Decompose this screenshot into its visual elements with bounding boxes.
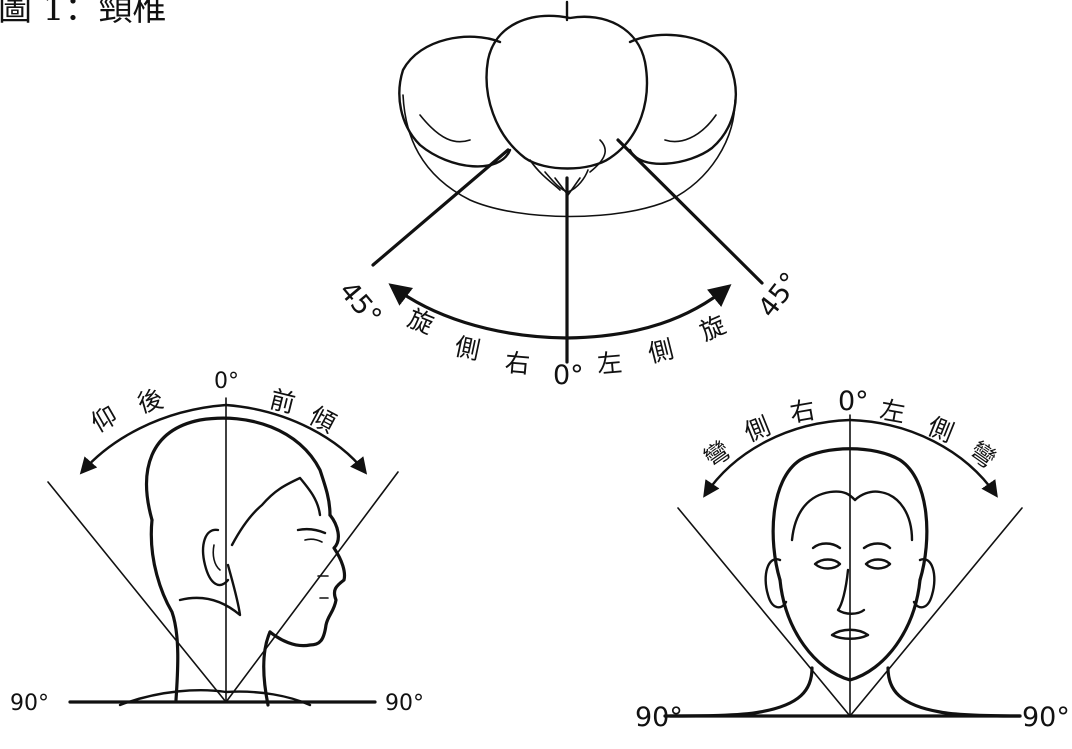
- side-left-char-2: 後: [134, 384, 166, 419]
- top-left-char-3: 右: [504, 348, 531, 379]
- front-right-char-3: 彎: [964, 436, 1001, 474]
- top-right-char-2: 側: [645, 334, 676, 368]
- side-right-90-label: 90°: [385, 691, 424, 716]
- side-view-head: [120, 418, 345, 705]
- side-left-char-1: 仰: [86, 401, 122, 439]
- side-zero-label: 0°: [214, 369, 239, 394]
- top-left-45-label: 45°: [333, 276, 388, 333]
- top-right-char-3: 旋: [695, 310, 730, 347]
- top-right-char-1: 左: [596, 348, 623, 379]
- front-zero-label: 0°: [838, 386, 869, 417]
- front-left-90-label: 90°: [635, 702, 683, 733]
- side-right-char-2: 傾: [305, 401, 341, 438]
- side-right-char-1: 前: [267, 385, 298, 419]
- figure-title: 圖 1：頸椎: [0, 0, 166, 29]
- front-left-char-3: 右: [788, 395, 818, 428]
- side-left-90-label: 90°: [10, 691, 49, 716]
- top-zero-label: 0°: [553, 360, 584, 391]
- front-right-char-1: 左: [878, 395, 908, 428]
- top-left-char-2: 側: [452, 332, 482, 366]
- front-right-90-label: 90°: [1022, 702, 1070, 733]
- front-left-char-2: 側: [740, 411, 774, 447]
- side-view-axes: [48, 398, 398, 702]
- front-view-head: [665, 449, 1020, 716]
- top-right-45-label: 45°: [752, 267, 806, 324]
- front-right-char-2: 側: [924, 412, 958, 448]
